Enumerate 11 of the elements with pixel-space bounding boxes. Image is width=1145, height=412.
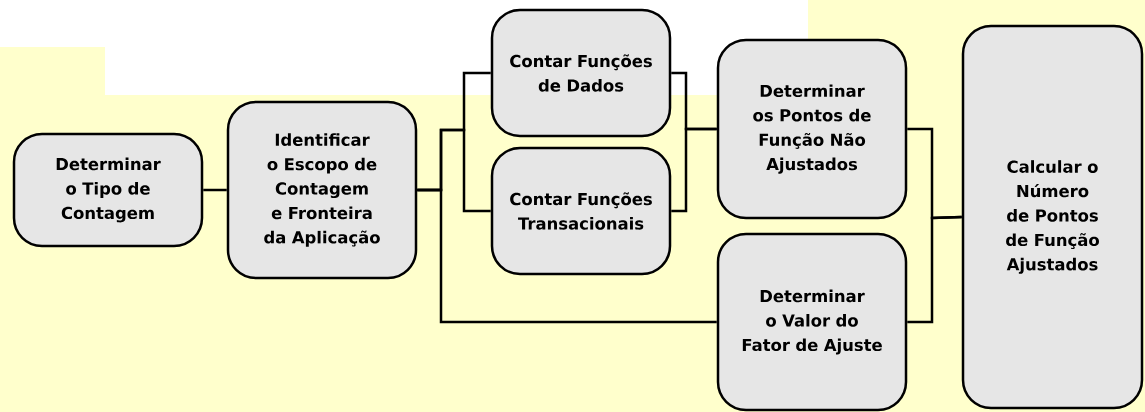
connector-line bbox=[417, 188, 717, 324]
connector-line bbox=[671, 127, 717, 213]
process-box: Identificar o Escopo de Contagem e Fronteira da Aplicação bbox=[226, 100, 418, 280]
process-box: Contar Funções Transacionais bbox=[490, 146, 672, 276]
process-box: Determinar os Pontos de Função Não Ajustados bbox=[716, 38, 908, 220]
process-box: Determinar o Tipo de Contagem bbox=[12, 132, 204, 248]
process-box: Determinar o Valor do Fator de Ajuste bbox=[716, 232, 908, 412]
process-box: Calcular o Número de Pontos de Função Ajustados bbox=[961, 24, 1144, 410]
connector-line bbox=[907, 215, 962, 324]
connector-line bbox=[203, 188, 227, 192]
process-box: Contar Funções de Dados bbox=[490, 8, 672, 138]
